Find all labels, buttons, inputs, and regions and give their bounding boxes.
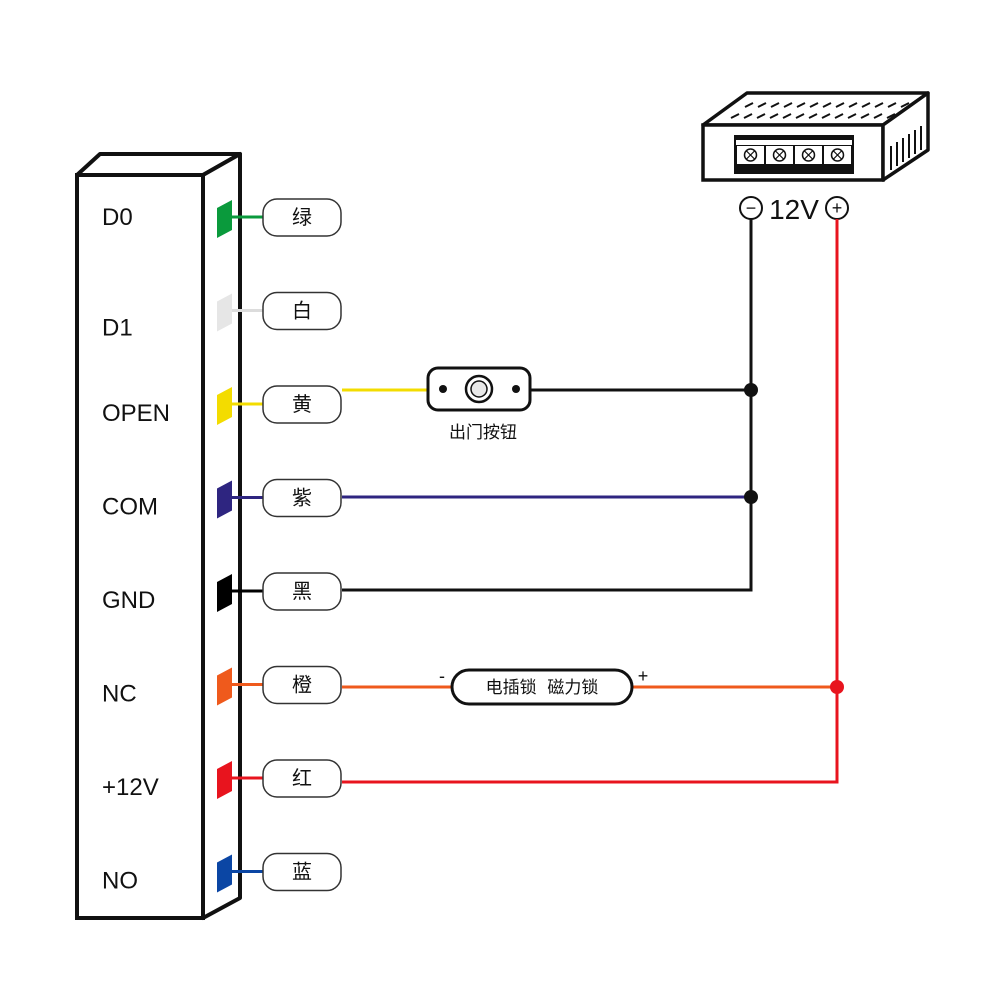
junction-dot: [744, 383, 758, 397]
wire-color-tag: [262, 852, 342, 892]
psu-vent: [783, 102, 793, 108]
wire-terminal-icon: [217, 761, 232, 799]
psu-vent: [730, 113, 740, 119]
wire-color-tag: [262, 478, 342, 518]
psu-screw-cross: [833, 150, 842, 160]
psu-screw-cross: [746, 150, 755, 160]
wire-terminal-icon: [217, 200, 232, 238]
pin-row-d1: D1 白: [102, 291, 342, 342]
psu-vent: [873, 113, 883, 119]
wire-color-tag: [262, 759, 342, 798]
pin-label: NC: [102, 681, 137, 708]
wire-color-label: 紫: [292, 486, 312, 510]
wire-color-label: 红: [292, 766, 312, 790]
wire-color-label: 绿: [292, 205, 312, 229]
psu-vent: [822, 102, 832, 108]
psu-vent: [887, 102, 897, 108]
wire-terminal-icon: [217, 480, 232, 519]
psu-vent: [848, 102, 858, 108]
access-controller: [75, 152, 242, 920]
psu-screw-cross: [775, 150, 784, 160]
lock-body: [450, 668, 634, 706]
wire-color-tag: [262, 572, 342, 611]
lock-label: 电插锁 磁力锁: [486, 678, 599, 698]
wire-color-tag: [262, 665, 342, 705]
psu-vent: [809, 102, 819, 108]
exit-button-screw-icon: [512, 385, 520, 393]
pin-row-d0: D0 绿: [102, 198, 342, 238]
wire-color-label: 橙: [292, 673, 312, 697]
pin-label: OPEN: [102, 400, 170, 427]
psu-vent: [860, 113, 870, 119]
psu-screw-cross: [804, 150, 813, 160]
psu-vent: [770, 102, 780, 108]
psu-vent: [834, 113, 844, 119]
psu-vent: [756, 113, 766, 119]
wire-color-tag: [262, 385, 342, 424]
wire-terminal-icon: [217, 854, 232, 893]
psu-plus-symbol: +: [832, 198, 843, 218]
exit-button-push-inner: [470, 380, 488, 398]
exit-button-screw-icon: [439, 385, 447, 393]
wire-color-tag: [262, 198, 342, 237]
junction-dot: [830, 680, 844, 694]
pin-label: D1: [102, 315, 133, 342]
pin-row-nc: NC 橙: [102, 665, 342, 708]
psu-terminal-strip: [736, 140, 852, 145]
wire-terminal-icon: [217, 574, 232, 612]
lock-minus-sign: -: [439, 666, 445, 686]
psu-vent: [796, 102, 806, 108]
pin-label: GND: [102, 587, 155, 614]
psu-vent: [861, 102, 871, 108]
psu-vent: [795, 113, 805, 119]
psu-vent: [757, 102, 767, 108]
psu-voltage-label: 12V: [769, 194, 819, 225]
psu-vent: [808, 113, 818, 119]
psu-side-face: [881, 91, 930, 182]
wire-terminal-icon: [217, 667, 232, 706]
psu-vent: [900, 102, 910, 108]
pin-row-plus12v: +12V 红: [102, 759, 342, 801]
lock-plus-sign: +: [638, 666, 649, 686]
psu-vent: [874, 102, 884, 108]
wire-color-label: 黄: [292, 392, 312, 416]
exit-button-label: 出门按钮: [449, 423, 517, 443]
junction-dot: [744, 490, 758, 504]
psu-vent: [744, 102, 754, 108]
exit-button: 出门按钮: [426, 366, 532, 443]
wire-color-label: 黑: [292, 579, 312, 603]
pin-label: COM: [102, 494, 158, 521]
circuit-wires: [342, 219, 844, 784]
psu-vent: [847, 113, 857, 119]
psu-vent: [769, 113, 779, 119]
positive-rail-wire: [342, 219, 839, 784]
wire-color-label: 白: [292, 299, 312, 323]
electric-lock: 电插锁 磁力锁 - +: [439, 666, 649, 706]
controller-side-face: [201, 152, 242, 920]
psu-vent: [743, 113, 753, 119]
pin-row-gnd: GND 黑: [102, 572, 342, 614]
psu-vent: [782, 113, 792, 119]
pin-row-com: COM 紫: [102, 478, 342, 521]
pin-label: +12V: [102, 774, 159, 801]
negative-rail-wire: [342, 219, 753, 592]
power-supply: − 12V +: [701, 91, 930, 225]
psu-vent: [835, 102, 845, 108]
wire-terminal-icon: [217, 387, 232, 425]
controller-front-face: [75, 173, 205, 920]
wire-terminal-icon: [217, 293, 232, 332]
pin-label: NO: [102, 868, 138, 895]
pin-row-no: NO 蓝: [102, 852, 342, 895]
pin-row-open: OPEN 黄: [102, 385, 342, 427]
psu-vent: [821, 113, 831, 119]
psu-minus-symbol: −: [746, 198, 757, 218]
wire-color-label: 蓝: [292, 860, 312, 884]
wire-color-tag: [262, 291, 342, 331]
pin-label: D0: [102, 204, 133, 231]
psu-vent: [886, 113, 896, 119]
